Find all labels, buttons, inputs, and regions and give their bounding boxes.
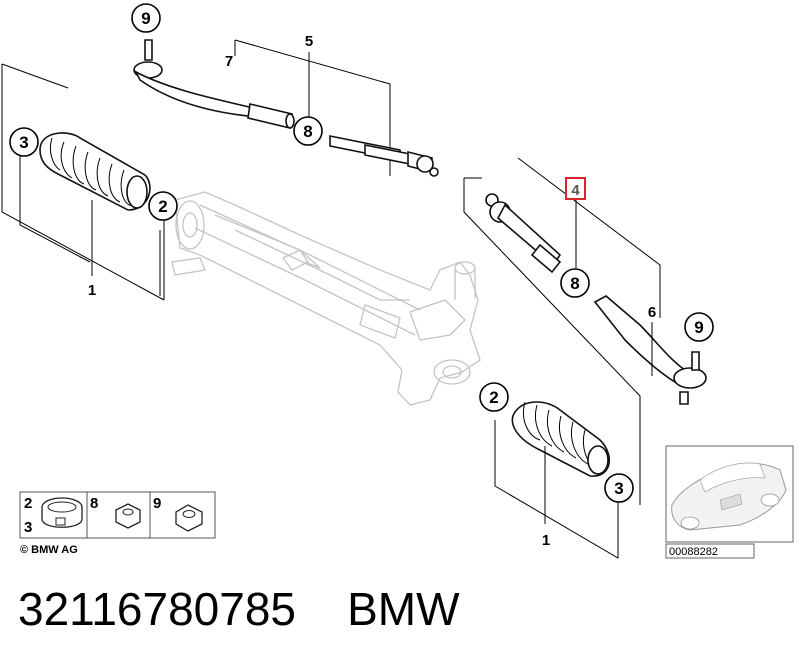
callout-2-right-label: 2 xyxy=(489,388,498,407)
legend-2-label: 2 xyxy=(24,495,32,512)
tie-rod-end-top xyxy=(133,39,295,129)
callout-8-top: 8 xyxy=(293,116,323,146)
callout-7-label: 7 xyxy=(225,53,233,70)
tie-rod-end-right xyxy=(593,295,707,405)
callout-1-left-label: 1 xyxy=(88,282,96,299)
part-number: 32116780785 xyxy=(18,583,296,635)
legend-8-label: 8 xyxy=(90,495,98,512)
callout-2-left-label: 2 xyxy=(158,197,167,216)
image-code: 00088282 xyxy=(669,546,718,558)
inner-tie-rod-top xyxy=(329,135,439,177)
callout-9-right-label: 9 xyxy=(694,318,703,337)
callout-9-top-label: 9 xyxy=(141,9,150,28)
callout-3-left-label: 3 xyxy=(19,133,28,152)
steering-rack-housing xyxy=(171,191,481,406)
legend-3-label: 3 xyxy=(24,519,32,536)
brand-name: BMW xyxy=(347,583,460,635)
callout-8-right-label: 8 xyxy=(570,274,579,293)
callout-3-left: 3 xyxy=(9,127,39,157)
copyright-text: © BMW AG xyxy=(20,544,78,556)
hex-nut-8-icon xyxy=(115,503,141,529)
vehicle-thumbnail: 00088282 xyxy=(665,445,794,559)
parts-legend-table: 2 3 8 9 xyxy=(19,491,216,539)
footer-caption: 32116780785 BMW xyxy=(18,582,460,636)
hex-nut-9-icon xyxy=(175,504,203,532)
legend-9-label: 9 xyxy=(153,495,161,512)
clamp-ring-icon xyxy=(41,497,83,528)
callout-4-highlighted: 4 xyxy=(565,177,586,200)
callout-2-left: 2 xyxy=(148,191,178,221)
callout-3-right: 3 xyxy=(604,473,634,503)
bellows-left xyxy=(39,132,151,211)
callout-6-label: 6 xyxy=(648,304,656,321)
callout-3-right-label: 3 xyxy=(614,479,623,498)
callout-9-right: 9 xyxy=(684,312,714,342)
callout-9-top: 9 xyxy=(131,3,161,33)
bellows-right xyxy=(511,401,611,477)
callout-5-label: 5 xyxy=(305,33,313,50)
inner-tie-rod-right xyxy=(485,193,562,274)
callout-1-right-label: 1 xyxy=(542,532,550,549)
callout-8-top-label: 8 xyxy=(303,122,312,141)
callout-8-right: 8 xyxy=(560,268,590,298)
callout-2-right: 2 xyxy=(479,382,509,412)
upper-group-frame xyxy=(1,39,391,301)
car-outline-icon xyxy=(671,462,787,531)
callout-4-label: 4 xyxy=(571,182,580,199)
